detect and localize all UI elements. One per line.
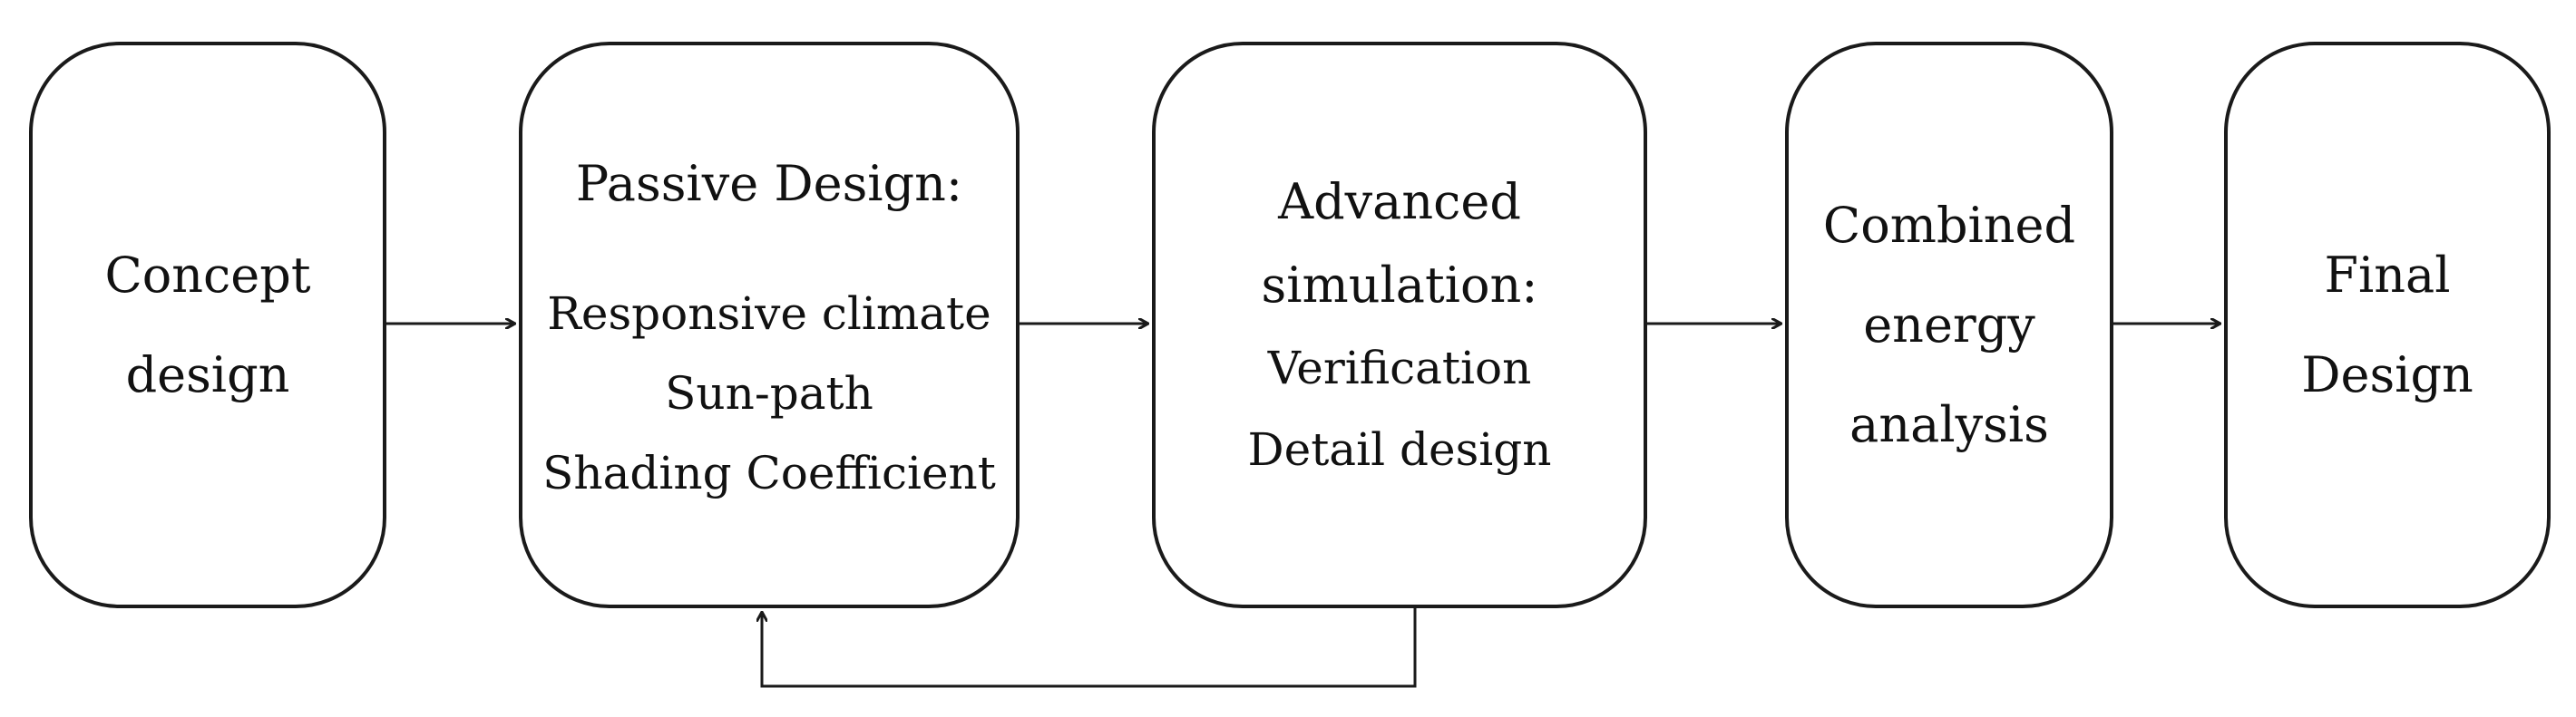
passive-design-box: Passive Design: Responsive climate Sun-p… bbox=[519, 42, 1020, 608]
advanced-heading-2: simulation: bbox=[1261, 256, 1538, 314]
combined-line-2: energy bbox=[1863, 296, 2035, 354]
advanced-simulation-box: Advanced simulation: Verification Detail… bbox=[1152, 42, 1647, 608]
final-line-1: Final bbox=[2324, 246, 2451, 304]
concept-line-1: Concept bbox=[104, 246, 311, 304]
combined-line-3: analysis bbox=[1849, 395, 2049, 453]
advanced-item-1: Verification bbox=[1267, 341, 1532, 394]
advanced-heading-1: Advanced bbox=[1278, 172, 1521, 230]
passive-heading: Passive Design: bbox=[575, 155, 963, 212]
concept-design-box: Concept design bbox=[29, 42, 386, 608]
advanced-item-2: Detail design bbox=[1247, 422, 1552, 476]
combined-energy-analysis-box: Combined energy analysis bbox=[1785, 42, 2113, 608]
final-line-2: Design bbox=[2301, 345, 2474, 403]
passive-item-3: Shading Coefficient bbox=[542, 447, 996, 499]
feedback-arrow-advanced-to-passive bbox=[762, 608, 1417, 688]
combined-line-1: Combined bbox=[1822, 196, 2076, 254]
concept-line-2: design bbox=[125, 345, 290, 403]
passive-item-2: Sun-path bbox=[665, 367, 873, 420]
final-design-box: Final Design bbox=[2224, 42, 2551, 608]
passive-item-1: Responsive climate bbox=[547, 287, 991, 340]
